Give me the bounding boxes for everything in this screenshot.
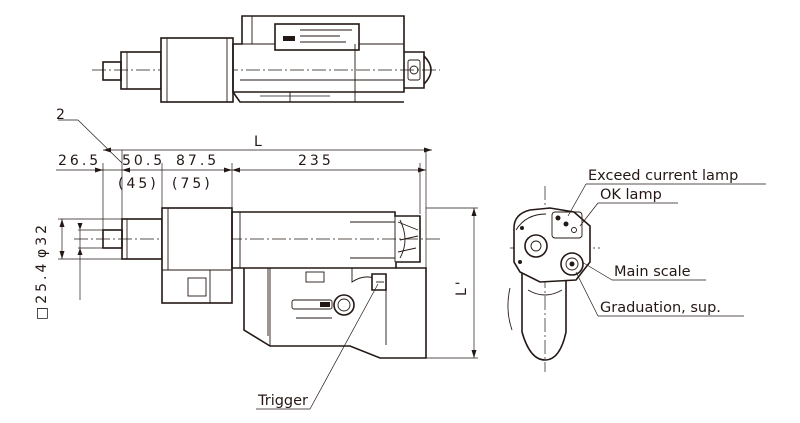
dim-87-5: 87.5: [176, 153, 219, 169]
end-view: [507, 186, 600, 372]
height-l-prime-label: L': [454, 278, 470, 296]
dimension-lines: [56, 119, 478, 359]
overall-length-label: L: [254, 134, 265, 150]
dim-26-5: 26.5: [58, 153, 101, 169]
side-view: [74, 207, 440, 359]
ok-lamp-label: OK lamp: [600, 187, 662, 203]
dim-45-ref: (45): [118, 176, 159, 192]
square-25-4-label: □25.4: [34, 261, 50, 320]
dim-50-5: 50.5: [122, 153, 165, 169]
callout-leaders: [256, 183, 766, 410]
top-view: [92, 15, 440, 103]
dim-75-ref: (75): [172, 176, 213, 192]
main-scale-label: Main scale: [614, 264, 691, 280]
dim-235: 235: [298, 153, 334, 169]
graduation-sup-label: Graduation, sup.: [600, 300, 721, 316]
exceed-current-lamp-label: Exceed current lamp: [588, 168, 738, 184]
trigger-label: Trigger: [257, 393, 308, 409]
diameter-32-label: φ32: [34, 222, 50, 258]
chamfer-dimension: 2: [56, 107, 68, 123]
